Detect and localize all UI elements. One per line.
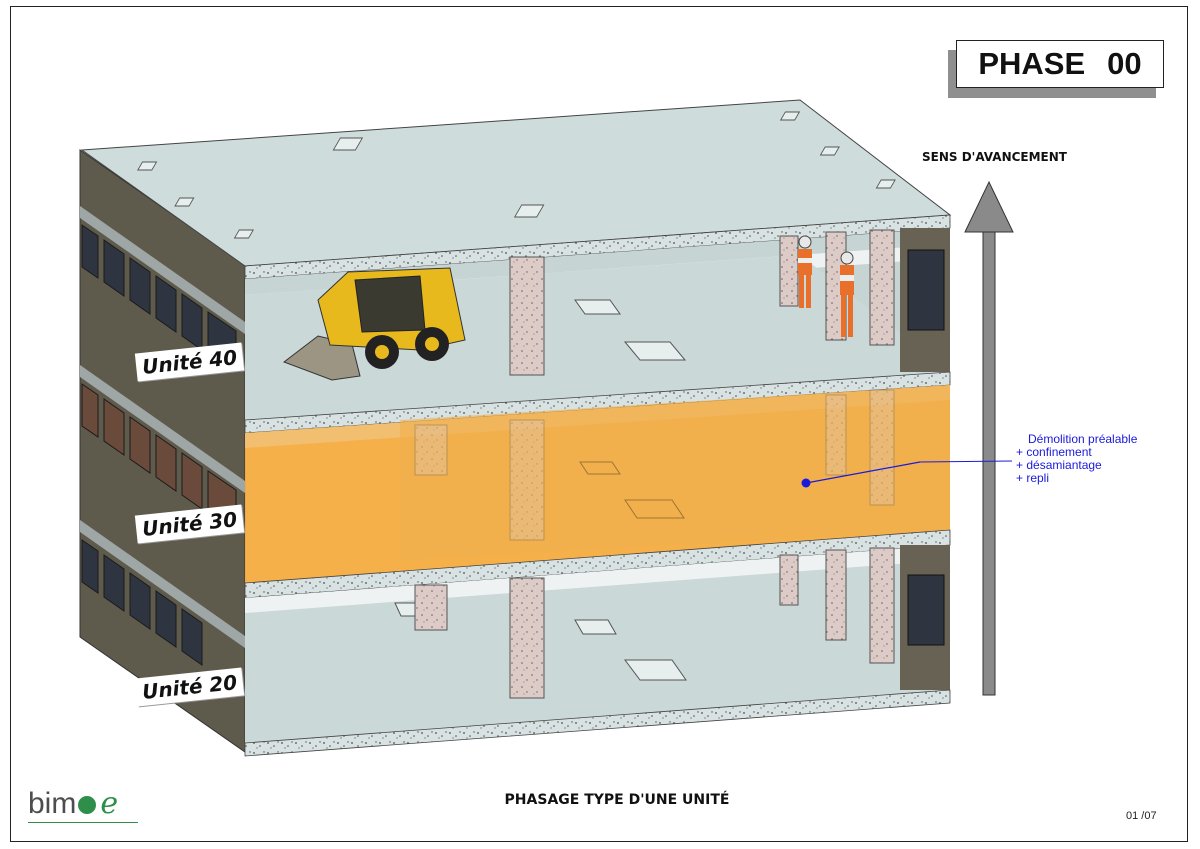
logo-underline: [28, 822, 138, 823]
page-frame: [10, 6, 1188, 842]
bimoe-logo: bim e: [28, 786, 118, 821]
annotation-line: + repli: [1016, 471, 1050, 485]
logo-text-left: bim: [28, 786, 77, 820]
skid-steer-loader-illustration: [282, 267, 466, 381]
direction-arrow: [964, 180, 1014, 696]
columns: [414, 229, 895, 699]
phase-annotation: Démolition préalable + confinement + dés…: [1016, 433, 1137, 485]
logo-text-right: e: [100, 786, 119, 821]
phase-label: PHASE: [978, 46, 1086, 81]
annotation-line: + confinement: [1016, 445, 1092, 459]
phase-number: 00: [1107, 46, 1142, 81]
page-title: PHASAGE TYPE D'UNE UNITÉ: [504, 792, 730, 808]
direction-label: SENS D'AVANCEMENT: [922, 150, 1067, 164]
logo-dot-icon: [78, 795, 97, 814]
annotation-leader: [801, 460, 1013, 488]
annotation-line: Démolition préalable: [1028, 432, 1138, 446]
phase-badge: PHASE 00: [956, 40, 1164, 88]
annotation-line: + désamiantage: [1016, 458, 1102, 472]
page-number: 01 /07: [1126, 810, 1157, 822]
roof-slab: [80, 99, 952, 280]
workers-illustration: [798, 235, 854, 337]
